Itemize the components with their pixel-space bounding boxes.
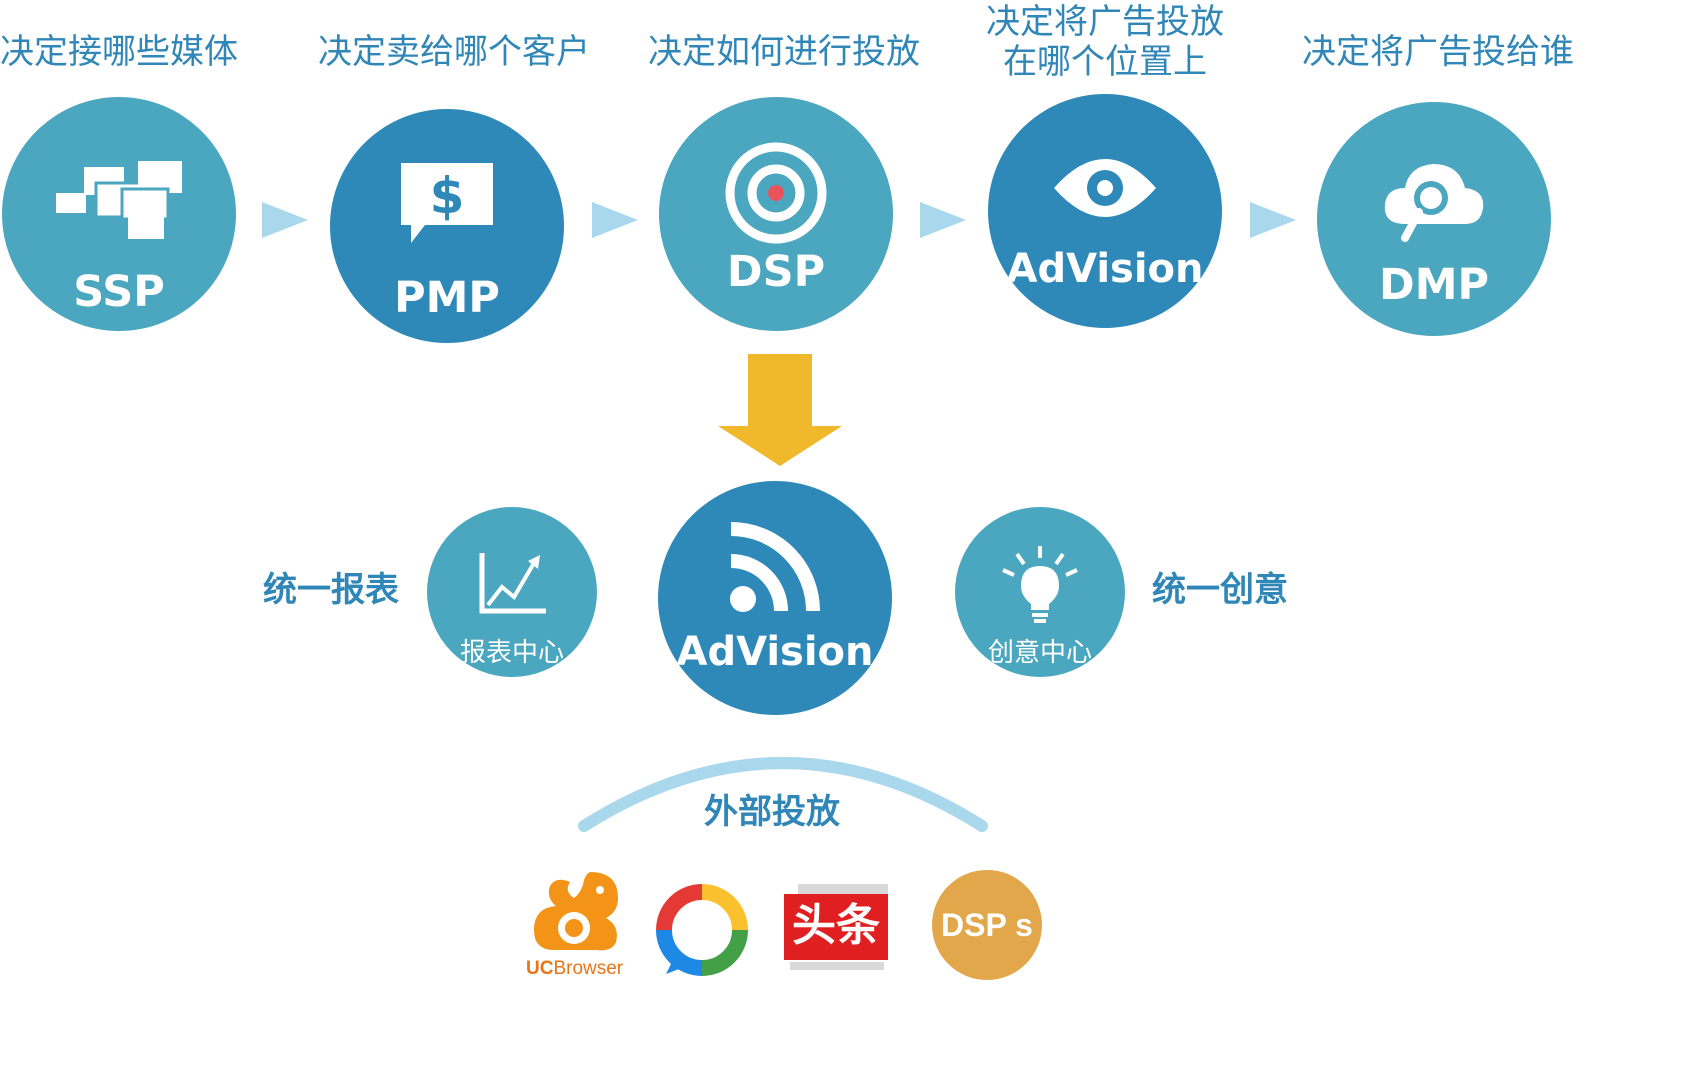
advision-label: AdVision	[1006, 246, 1204, 292]
dmp-label: DMP	[1379, 260, 1489, 310]
dollar-bubble-icon: $	[397, 159, 497, 251]
report-center-node: 报表中心	[427, 507, 597, 677]
toutiao-text: 头条	[792, 900, 880, 951]
caption-advision-line2: 在哪个位置上	[1003, 42, 1207, 82]
arrow-right-1	[262, 202, 308, 238]
report-center-label: 报表中心	[459, 638, 564, 668]
toutiao-logo: 头条	[784, 884, 892, 972]
advision-node: AdVision	[988, 94, 1222, 328]
caption-pmp: 决定卖给哪个客户	[318, 32, 590, 72]
lightbulb-icon	[997, 546, 1083, 623]
uc-text: UC	[526, 958, 554, 979]
unified-report-title: 统一报表	[263, 570, 399, 610]
hub-advision-label: AdVision	[676, 629, 874, 675]
creative-center-label: 创意中心	[987, 638, 1092, 668]
external-title: 外部投放	[704, 792, 840, 832]
ssp-label: SSP	[73, 267, 165, 317]
dsps-text: DSP s	[941, 906, 1033, 943]
arrow-right-3	[920, 202, 966, 238]
pmp-node: $ PMP	[330, 109, 564, 343]
screens-icon	[54, 155, 184, 247]
rss-icon	[727, 519, 823, 615]
browser-text: Browser	[553, 958, 624, 979]
caption-dsp: 决定如何进行投放	[648, 32, 920, 72]
arrow-right-2	[592, 202, 638, 238]
caption-dmp: 决定将广告投给谁	[1302, 32, 1574, 72]
arrow-down	[718, 354, 842, 466]
unified-creative-title: 统一创意	[1152, 570, 1288, 610]
creative-center-node: 创意中心	[955, 507, 1125, 677]
external-arc	[578, 757, 988, 832]
qq-ring-logo	[656, 884, 748, 976]
dsp-label: DSP	[726, 247, 826, 297]
caption-ssp: 决定接哪些媒体	[0, 32, 238, 72]
dsps-logo: DSP s	[932, 870, 1042, 980]
line-chart-icon	[476, 547, 548, 621]
svg-text:$: $	[430, 167, 465, 225]
arrow-right-4	[1250, 202, 1296, 238]
cloud-search-icon	[1381, 154, 1487, 246]
ssp-node: SSP	[2, 97, 236, 331]
uc-browser-logo: UCBrowser	[526, 868, 626, 979]
dmp-node: DMP	[1317, 102, 1551, 336]
pmp-label: PMP	[394, 273, 500, 323]
hub-advision-node: AdVision	[658, 481, 892, 715]
caption-advision-line1: 决定将广告投放	[986, 2, 1224, 42]
eye-icon	[1052, 148, 1158, 228]
dsp-node: DSP	[659, 97, 893, 331]
target-icon	[724, 142, 828, 244]
